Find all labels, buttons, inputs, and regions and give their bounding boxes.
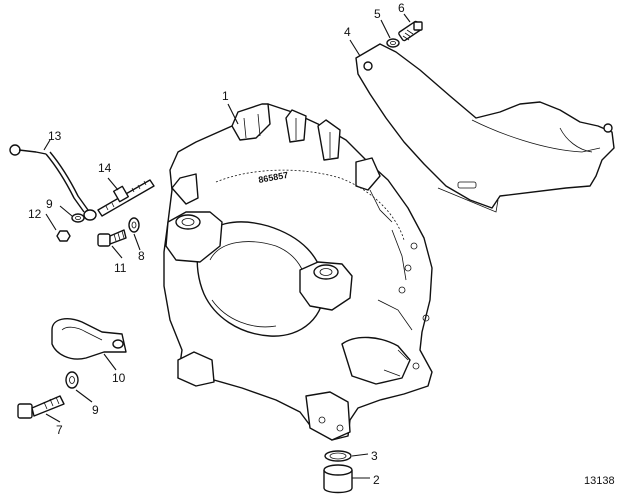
bushing-3 bbox=[324, 450, 352, 462]
callout-12: 12 bbox=[28, 207, 42, 221]
callout-3: 3 bbox=[371, 449, 378, 463]
callout-labels: 1 2 3 4 5 6 7 8 9 9 10 11 12 13 14 bbox=[28, 1, 405, 487]
part-number: 13138 bbox=[584, 475, 615, 487]
flywheel-housing: 865857 bbox=[163, 103, 433, 441]
callout-11: 11 bbox=[114, 261, 127, 275]
washer-9-upper bbox=[71, 213, 85, 223]
leader-lines bbox=[43, 13, 411, 479]
bolt-7 bbox=[17, 395, 65, 419]
bolt-6 bbox=[398, 20, 423, 42]
stud-14 bbox=[97, 179, 155, 217]
callout-2: 2 bbox=[373, 473, 380, 487]
callout-9-lower: 9 bbox=[92, 403, 99, 417]
sleeve-2 bbox=[323, 464, 353, 494]
callout-6: 6 bbox=[398, 1, 405, 15]
callout-8: 8 bbox=[138, 249, 145, 263]
callout-9-upper: 9 bbox=[46, 197, 53, 211]
washer-8 bbox=[128, 217, 140, 233]
callout-7: 7 bbox=[56, 423, 63, 437]
callout-14: 14 bbox=[98, 161, 112, 175]
callout-10: 10 bbox=[112, 371, 126, 385]
washer-5 bbox=[386, 38, 400, 48]
ground-strap-13 bbox=[9, 144, 97, 221]
nut-12 bbox=[56, 230, 71, 242]
flywheel-cover-plate bbox=[355, 43, 615, 213]
callout-13: 13 bbox=[48, 129, 62, 143]
washer-9-lower bbox=[65, 371, 79, 389]
bolt-11 bbox=[97, 229, 127, 247]
callout-4: 4 bbox=[344, 25, 351, 39]
clamp-10 bbox=[51, 318, 127, 360]
callout-5: 5 bbox=[374, 7, 381, 21]
callout-1: 1 bbox=[222, 89, 229, 103]
